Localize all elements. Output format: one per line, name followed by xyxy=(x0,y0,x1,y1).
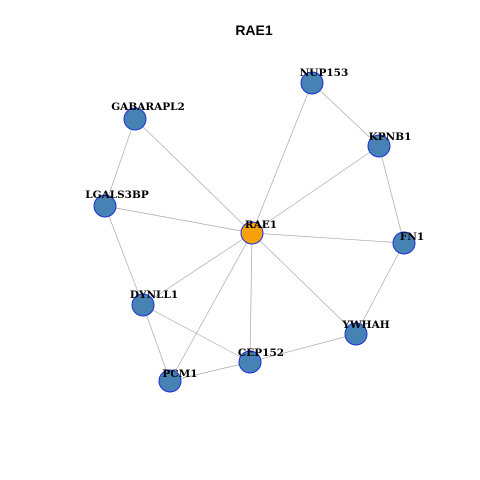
edge-rae1-fn1 xyxy=(251,232,405,244)
node-pcm1: PCM1 xyxy=(158,368,198,393)
edge-rae1-cep152 xyxy=(249,232,253,363)
edge-rae1-kpnb1 xyxy=(251,145,380,234)
edge-rae1-lgals3bp xyxy=(104,205,253,234)
node-label-lgals3bp: LGALS3BP xyxy=(85,189,149,201)
edge-fn1-ywhah xyxy=(355,242,405,335)
node-label-pcm1: PCM1 xyxy=(162,368,197,380)
edge-rae1-ywhah xyxy=(251,232,357,335)
node-circle-fn1 xyxy=(392,231,416,255)
node-circle-ywhah xyxy=(344,322,368,346)
node-kpnb1: KPNB1 xyxy=(367,131,412,158)
node-label-dynll1: DYNLL1 xyxy=(130,289,178,301)
edge-nup153-kpnb1 xyxy=(311,82,380,147)
node-label-rae1: RAE1 xyxy=(245,219,277,231)
edge-rae1-gabarapl2 xyxy=(134,118,253,234)
diagram-title: RAE1 xyxy=(235,22,273,38)
node-label-ywhah: YWHAH xyxy=(341,319,389,331)
node-rae1: RAE1 xyxy=(240,219,277,245)
node-circle-gabarapl2 xyxy=(123,107,147,131)
node-gabarapl2: GABARAPL2 xyxy=(111,101,185,131)
edges-layer xyxy=(104,82,405,382)
node-circle-rae1 xyxy=(240,221,264,245)
node-label-fn1: FN1 xyxy=(400,231,424,243)
node-lgals3bp: LGALS3BP xyxy=(85,189,149,218)
edge-dynll1-pcm1 xyxy=(142,304,171,382)
edge-lgals3bp-gabarapl2 xyxy=(104,118,136,207)
edge-rae1-pcm1 xyxy=(169,232,253,382)
node-nup153: NUP153 xyxy=(300,67,349,95)
edge-rae1-nup153 xyxy=(251,82,313,234)
node-circle-kpnb1 xyxy=(367,134,391,158)
node-label-kpnb1: KPNB1 xyxy=(369,131,412,143)
edge-cep152-pcm1 xyxy=(169,361,251,382)
edge-ywhah-cep152 xyxy=(249,333,357,363)
edge-dynll1-lgals3bp xyxy=(104,205,144,306)
edge-rae1-dynll1 xyxy=(142,232,253,306)
edge-cep152-dynll1 xyxy=(142,304,251,363)
node-circle-pcm1 xyxy=(158,369,182,393)
node-ywhah: YWHAH xyxy=(341,319,390,346)
node-cep152: CEP152 xyxy=(238,347,284,374)
node-circle-lgals3bp xyxy=(93,194,117,218)
node-label-cep152: CEP152 xyxy=(238,347,284,359)
node-dynll1: DYNLL1 xyxy=(130,289,178,317)
node-fn1: FN1 xyxy=(392,231,424,255)
node-circle-cep152 xyxy=(238,350,262,374)
node-circle-dynll1 xyxy=(131,293,155,317)
node-label-nup153: NUP153 xyxy=(300,67,349,79)
edge-kpnb1-fn1 xyxy=(378,145,405,244)
node-circle-nup153 xyxy=(300,71,324,95)
node-label-gabarapl2: GABARAPL2 xyxy=(111,101,185,113)
